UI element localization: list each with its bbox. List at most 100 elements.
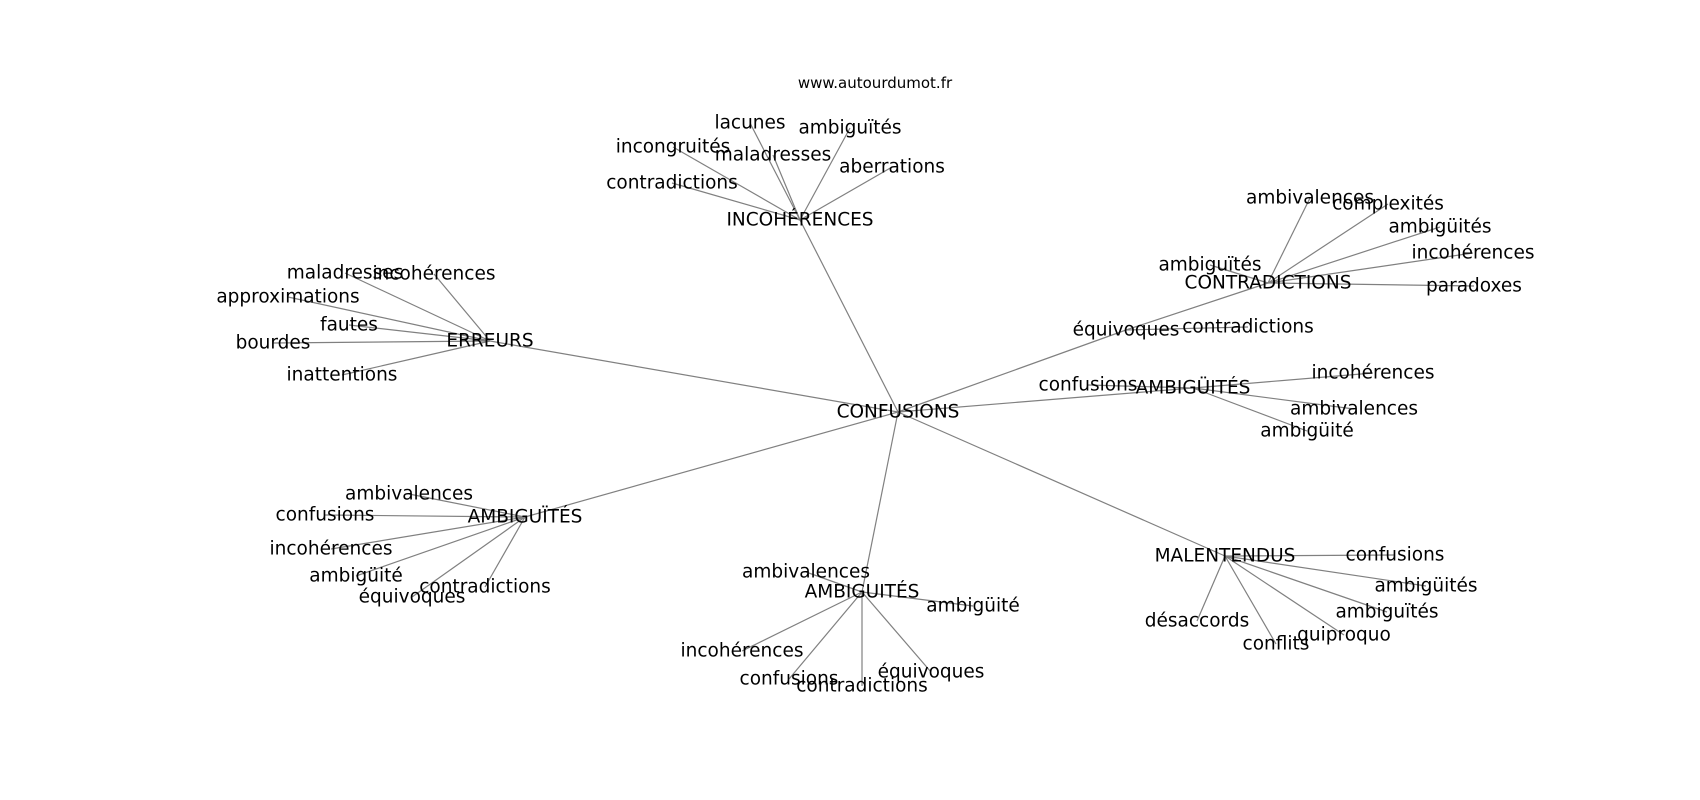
edge-ambiguites-left-ambivalences — [408, 493, 526, 518]
edge-contradictions-hub-paradoxes — [1267, 282, 1475, 287]
node-ambiguites-bottom-ambivalences: ambivalences — [742, 562, 870, 583]
edge-ambiguites-right-confusions — [1087, 384, 1194, 389]
edge-ambiguites-bottom-ambivalences — [805, 571, 863, 593]
node-ambiguites-right-confusions: confusions — [1039, 375, 1138, 396]
edge-ambiguites-right-incoherences — [1192, 372, 1374, 389]
edge-root-erreurs — [489, 340, 899, 413]
graph-labels: CONFUSIONS INCOHÉRENCES lacunes ambiguïtés i… — [216, 113, 1534, 697]
edge-ambiguites-left-contradictions — [484, 516, 526, 588]
node-incoherences-contradictions: contradictions — [606, 173, 738, 194]
node-ambiguites-left-contradictions: contradictions — [419, 577, 551, 598]
node-ambiguites-bottom-ambiguite: ambigüité — [926, 596, 1020, 617]
edge-equivoques-contradictions-hub — [1125, 282, 1269, 331]
source-label: www.autourdumot.fr — [798, 74, 953, 92]
node-ambiguites-left-ambivalences: ambivalences — [345, 484, 473, 505]
edge-ambiguites-left-incoherences — [330, 516, 526, 550]
node-contradictions-hub-incoherences: incohérences — [1412, 243, 1535, 264]
node-incoherences: INCOHÉRENCES — [726, 209, 873, 231]
node-incoherences-ambiguites: ambiguïtés — [798, 118, 901, 139]
node-contradictions-leaf: contradictions — [1182, 317, 1314, 338]
edge-contradictions-hub-ambiguites — [1209, 264, 1269, 284]
node-malentendus-ambiguites: ambigüités — [1374, 576, 1477, 597]
edge-incoherences-ambiguites — [799, 127, 851, 221]
edge-erreurs-bourdes — [272, 340, 491, 344]
edge-contradictions-hub-ambivalences — [1267, 197, 1311, 284]
node-ambiguites-bottom: AMBIGUITÉS — [805, 581, 920, 603]
node-ambiguites-left-confusions: confusions — [276, 505, 375, 526]
node-ambiguites-right-ambiguite: ambigüité — [1260, 421, 1354, 442]
node-incoherences-aberrations: aberrations — [839, 157, 945, 178]
edge-incoherences-lacunes — [749, 122, 801, 221]
edge-incoherences-contradictions — [671, 182, 801, 221]
node-erreurs-incoherences: incohérences — [373, 264, 496, 285]
edge-ambiguites-left-equivoques — [411, 516, 526, 598]
node-ambiguites-left-ambiguite: ambigüité — [309, 566, 403, 587]
edge-ambiguites-bottom-incoherences — [741, 591, 863, 652]
edge-contradictions-hub-complexites — [1267, 203, 1389, 284]
edge-contradictions-hub-incoherences — [1267, 252, 1474, 284]
node-ambiguites-left: AMBIGUÏTÉS — [468, 506, 583, 528]
edge-malentendus-desaccords — [1196, 555, 1226, 622]
edge-erreurs-maladresses — [344, 272, 491, 342]
node-incoherences-lacunes: lacunes — [714, 113, 785, 134]
node-contradictions-hub-ambiguites: ambigüités — [1388, 217, 1491, 238]
node-erreurs-inattentions: inattentions — [287, 365, 398, 386]
node-contradictions-hub-paradoxes: paradoxes — [1426, 276, 1522, 297]
graph-edges — [272, 122, 1475, 686]
edge-root-ambiguites-right — [897, 387, 1194, 413]
node-erreurs-approximations: approximations — [216, 287, 359, 308]
node-erreurs-fautes: fautes — [320, 315, 378, 336]
edge-malentendus-confusions — [1224, 554, 1396, 557]
edge-ambiguites-right-ambivalences — [1192, 387, 1355, 410]
node-malentendus-conflits: conflits — [1243, 634, 1310, 655]
node-confusions: CONFUSIONS — [837, 402, 960, 423]
node-contradictions-hub-ambivalences: ambivalences — [1246, 188, 1374, 209]
edge-malentendus-conflits — [1224, 555, 1277, 645]
edge-malentendus-ambiguites — [1224, 555, 1427, 587]
node-contradictions-hub-complexites: complexités — [1332, 194, 1444, 215]
edge-ambiguites-bottom-ambiguite — [861, 591, 974, 607]
edge-ambiguites-right-ambiguite — [1192, 387, 1308, 432]
edge-erreurs-fautes — [348, 324, 491, 342]
edge-contradictions-hub-ambiguites — [1267, 226, 1441, 284]
edge-root-malentendus — [897, 411, 1226, 557]
edge-incoherences-incongruites — [672, 146, 801, 221]
node-ambiguites-right-incoherences: incohérences — [1312, 363, 1435, 384]
node-malentendus-desaccords: désaccords — [1145, 611, 1249, 632]
edge-incoherences-aberrations — [799, 166, 893, 221]
node-erreurs-bourdes: bourdes — [236, 333, 311, 354]
node-ambiguites-left-equivoques: équivoques — [359, 587, 466, 608]
node-ambiguites-bottom-incoherences: incohérences — [681, 641, 804, 662]
node-erreurs-maladresses: maladresses — [287, 263, 403, 284]
node-malentendus-ambiguites: ambiguïtés — [1335, 602, 1438, 623]
edge-root-ambiguites-bottom — [861, 411, 899, 593]
edge-ambiguites-bottom-confusions — [788, 591, 863, 680]
edge-root-incoherences — [799, 219, 899, 413]
edge-ambiguites-bottom-equivoques — [861, 591, 932, 673]
node-ambiguites-bottom-confusions: confusions — [740, 669, 839, 690]
node-malentendus-confusions: confusions — [1346, 545, 1445, 566]
edge-ambiguites-left-ambiguite — [355, 516, 526, 577]
edge-malentendus-quiproquo — [1224, 555, 1345, 636]
edge-erreurs-inattentions — [341, 340, 491, 376]
node-incoherences-incongruites: incongruités — [616, 137, 731, 158]
edge-equivoques-contradictions-leaf — [1125, 326, 1249, 331]
edge-ambiguites-left-confusions — [324, 514, 526, 518]
node-contradictions-hub-ambiguites: ambiguïtés — [1158, 255, 1261, 276]
node-contradictions-hub: CONTRADICTIONS — [1185, 273, 1352, 294]
edge-root-ambiguites-left — [524, 411, 899, 518]
node-malentendus: MALENTENDUS — [1155, 546, 1296, 567]
node-incoherences-maladresses: maladresses — [715, 145, 831, 166]
edge-malentendus-ambiguites — [1224, 555, 1388, 613]
edge-incoherences-maladresses — [772, 154, 801, 221]
edge-erreurs-incoherences — [433, 273, 491, 342]
node-ambiguites-right: AMBIGÜITÉS — [1136, 377, 1251, 399]
node-equivoques: équivoques — [1073, 320, 1180, 341]
edge-root-equivoques — [897, 329, 1127, 413]
node-ambiguites-bottom-contradictions: contradictions — [796, 676, 928, 697]
node-ambiguites-bottom-equivoques: équivoques — [878, 662, 985, 683]
node-malentendus-quiproquo: quiproquo — [1297, 625, 1391, 646]
node-ambiguites-left-incoherences: incohérences — [270, 539, 393, 560]
node-erreurs: ERREURS — [446, 331, 533, 352]
